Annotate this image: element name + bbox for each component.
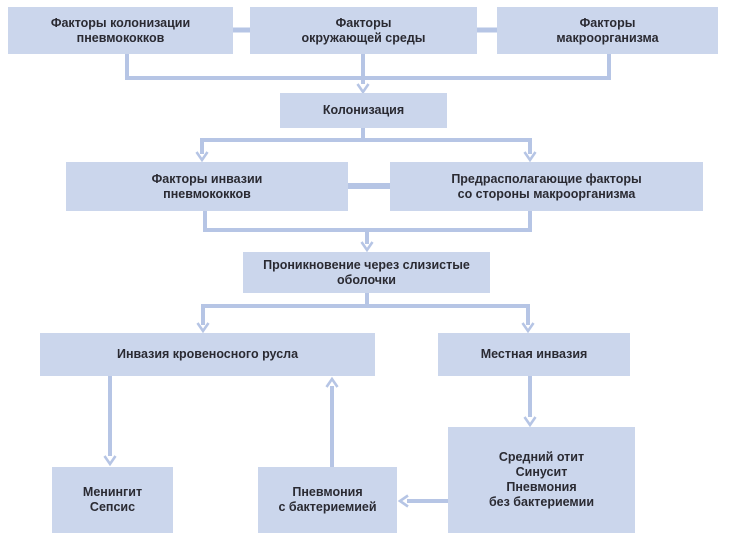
node-mucosal-penetration: Проникновение через слизистые оболочки [243, 252, 490, 293]
connector-colonization-split [195, 128, 537, 163]
node-label: Средний отит Синусит Пневмония без бакте… [488, 450, 595, 509]
node-label: Проникновение через слизистые оболочки [263, 257, 470, 287]
node-label: Менингит Сепсис [82, 485, 143, 514]
connector-local-invasion-to-diseases [523, 376, 537, 428]
connector-bloodstream-to-meningitis [103, 376, 117, 467]
node-label: Предрасполагающие факторы со стороны мак… [451, 171, 642, 201]
connector-penetration-split [196, 293, 535, 334]
node-label: Факторы инвазии пневмококков [151, 171, 263, 201]
arrowhead-up-icon [325, 376, 339, 388]
node-bacteremic-pneumonia: Пневмония с бактериемией [258, 467, 397, 533]
node-invasion-factors: Факторы инвазии пневмококков [66, 162, 348, 211]
node-macroorganism-factors: Факторы макроорганизма [497, 7, 718, 54]
connector-pneumonia-to-bloodstream [325, 376, 339, 467]
arrowhead-down-icon [360, 241, 374, 253]
node-colonization: Колонизация [280, 93, 447, 128]
node-label: Факторы колонизации пневмококков [50, 15, 191, 45]
node-label: Инвазия кровеносного русла [116, 347, 299, 361]
connector-top-merge [125, 54, 611, 95]
node-label: Пневмония с бактериемией [278, 485, 377, 514]
node-label: Местная инвазия [480, 347, 588, 361]
node-meningitis-sepsis: Менингит Сепсис [52, 467, 173, 533]
arrowhead-down-icon [356, 83, 370, 95]
arrowhead-down-icon [523, 151, 537, 163]
arrowhead-down-icon [523, 416, 537, 428]
node-label: Факторы окружающей среды [301, 15, 426, 45]
node-local-diseases: Средний отит Синусит Пневмония без бакте… [448, 427, 635, 533]
arrowhead-down-icon [103, 455, 117, 467]
node-bloodstream-invasion: Инвазия кровеносного русла [40, 333, 375, 376]
arrowhead-down-icon [521, 322, 535, 334]
node-local-invasion: Местная инвазия [438, 333, 630, 376]
node-predisposing-factors: Предрасполагающие факторы со стороны мак… [390, 162, 703, 211]
connector-row3-merge [203, 211, 532, 253]
node-label: Колонизация [322, 103, 405, 117]
node-colonization-factors: Факторы колонизации пневмококков [8, 7, 233, 54]
arrowhead-down-icon [196, 322, 210, 334]
node-environment-factors: Факторы окружающей среды [250, 7, 477, 54]
node-label: Факторы макроорганизма [556, 15, 659, 45]
connector-diseases-to-pneumonia [397, 494, 448, 508]
arrowhead-left-icon [397, 494, 409, 508]
arrowhead-down-icon [195, 151, 209, 163]
